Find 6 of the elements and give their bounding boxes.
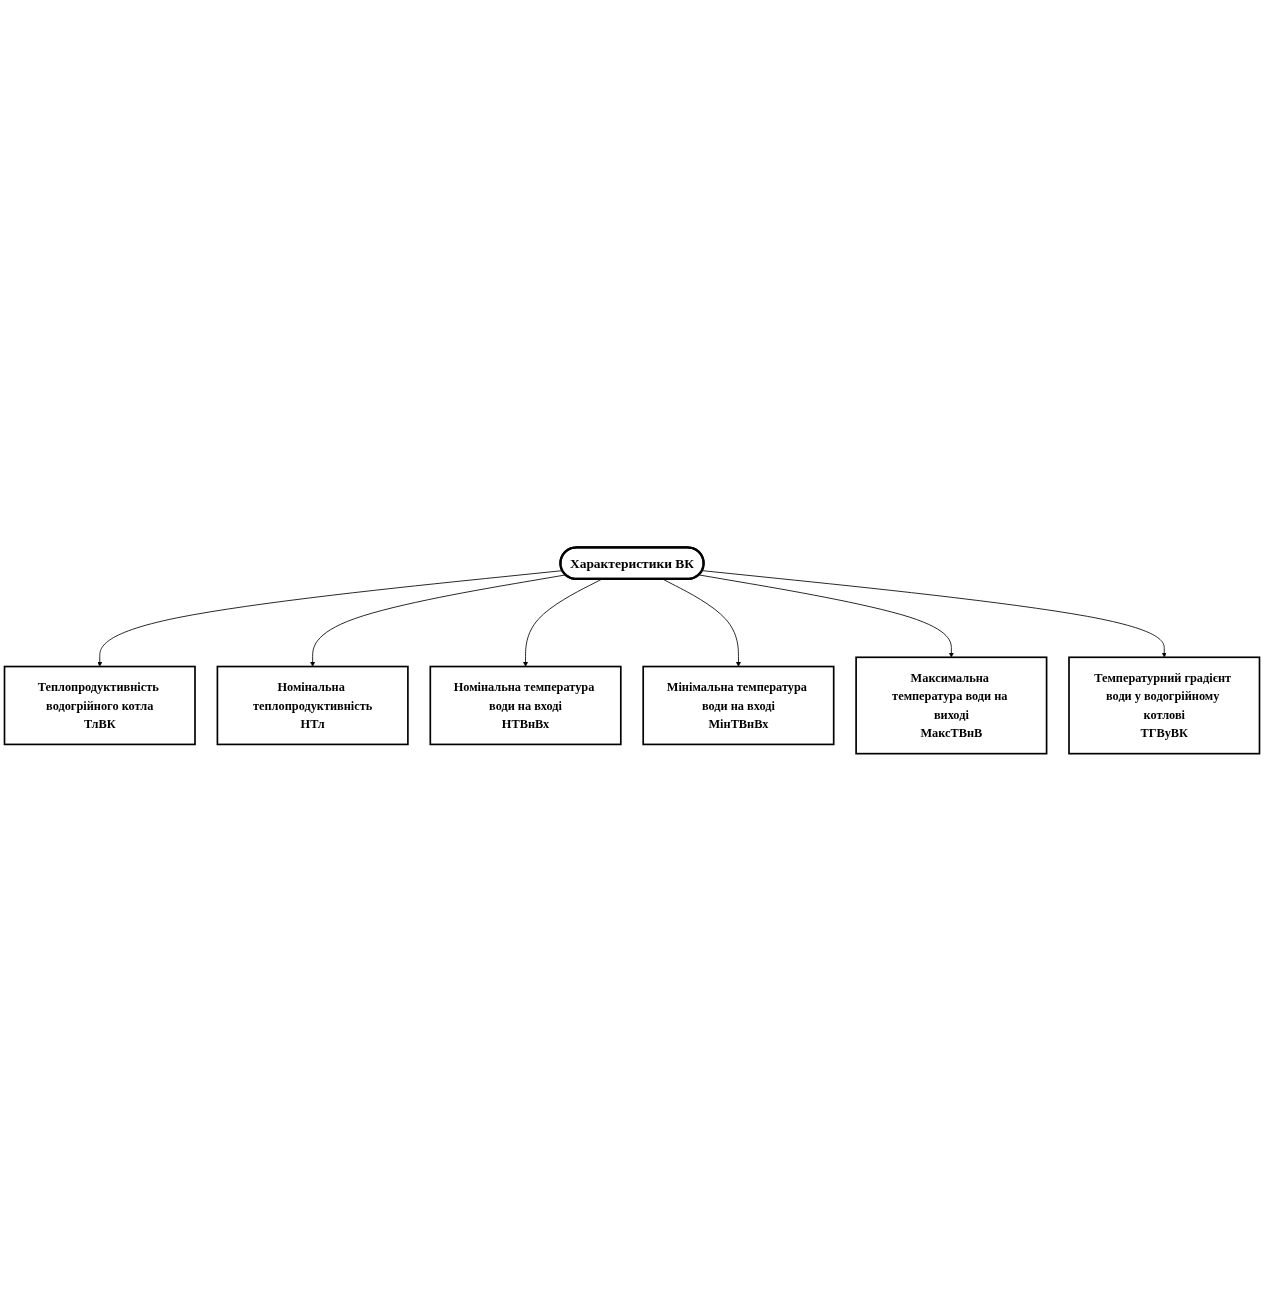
- node-box: Мінімальна температура води на вході МінТВнВх: [642, 666, 835, 746]
- node-box: Теплопродуктивність водогрійного котла ТлВК: [3, 666, 196, 746]
- node-box: Номінальна теплопродуктивність НТл: [216, 666, 409, 746]
- node-box: Максимальна температура води на виході МаксТВнВ: [855, 656, 1048, 755]
- node-box: Номінальна температура води на вході НТВнВх: [429, 666, 622, 746]
- node-box: Температурний градієнт води у водогрійному котлові ТГВуВК: [1068, 656, 1261, 755]
